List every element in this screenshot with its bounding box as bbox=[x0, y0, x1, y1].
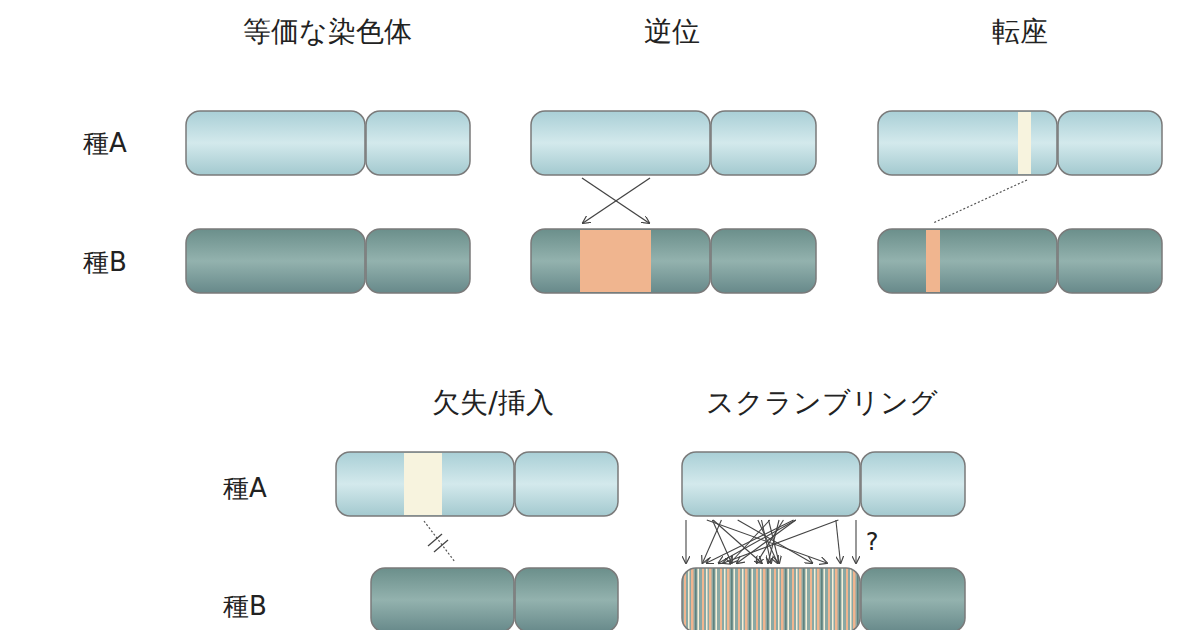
scramble-arrow bbox=[768, 520, 779, 563]
column-heading: 逆位 bbox=[644, 17, 700, 48]
scramble-arrow bbox=[737, 520, 796, 563]
column-heading: 等価な染色体 bbox=[243, 17, 412, 48]
column-heading: スクランブリング bbox=[706, 388, 938, 419]
question-mark: ? bbox=[866, 529, 879, 555]
scramble-arrow bbox=[719, 520, 796, 563]
scramble-arrow bbox=[685, 520, 686, 563]
scramble-arrow bbox=[855, 520, 856, 563]
scramble-arrow bbox=[707, 520, 827, 563]
column-heading: 転座 bbox=[992, 17, 1048, 48]
species-label: 種B bbox=[83, 248, 127, 277]
scramble-arrow bbox=[713, 520, 762, 563]
column-heading: 欠失/挿入 bbox=[432, 388, 553, 419]
species-label: 種B bbox=[223, 592, 267, 621]
scramble-arrow bbox=[712, 520, 731, 563]
scramble-arrow bbox=[836, 520, 841, 563]
scramble-arrow bbox=[758, 520, 778, 563]
species-label: 種A bbox=[83, 129, 127, 158]
scramble-arrow bbox=[723, 520, 838, 563]
scramble-arrow bbox=[730, 520, 770, 563]
scramble-arrow bbox=[703, 520, 722, 563]
species-label: 種A bbox=[223, 474, 267, 503]
